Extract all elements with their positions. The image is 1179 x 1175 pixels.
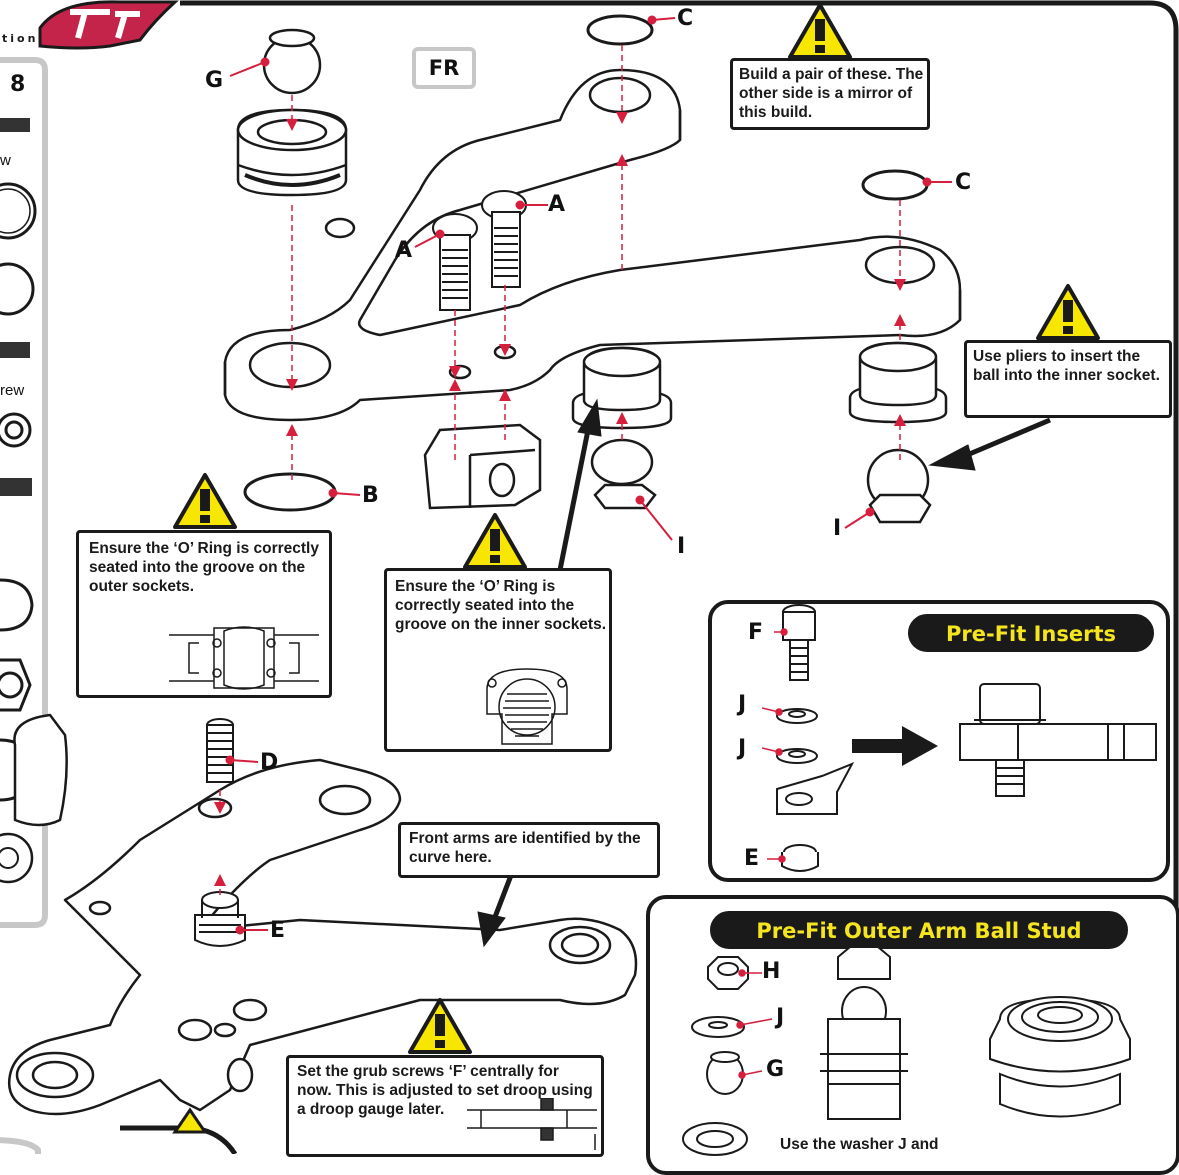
inserts-diagram bbox=[761, 604, 1157, 872]
direction-badge: FR bbox=[412, 47, 476, 89]
warning-icon-grub bbox=[408, 998, 472, 1054]
parts-sidebar bbox=[0, 57, 48, 928]
callout-grub: Set the grub screws ‘F’ centrally for no… bbox=[286, 1055, 604, 1157]
warning-icon-inner-oring bbox=[463, 513, 527, 569]
sidebar-label-2: rew bbox=[0, 382, 25, 399]
outer-socket-upper bbox=[236, 108, 348, 197]
panel-pre-fit-inserts: Pre-Fit Inserts bbox=[708, 600, 1170, 882]
label-e-arm: E bbox=[270, 918, 286, 943]
label-leaders bbox=[225, 15, 952, 935]
label-j-insert-1: J bbox=[738, 692, 747, 717]
label-a-upper: A bbox=[548, 192, 566, 217]
droop-gauge-icon bbox=[467, 1098, 597, 1150]
assembly-guides bbox=[214, 45, 906, 895]
callout-outer-oring: Ensure the ‘O’ Ring is correctly seated … bbox=[76, 530, 332, 698]
lower-arm bbox=[7, 713, 638, 1116]
panel-title-inserts: Pre-Fit Inserts bbox=[908, 614, 1154, 652]
callout-front-arm: Front arms are identified by the curve h… bbox=[398, 822, 660, 878]
label-c-right: C bbox=[955, 170, 972, 195]
washer-note: Use the washer J and bbox=[780, 1136, 939, 1153]
label-h-stud: H bbox=[762, 959, 781, 984]
label-i-center: I bbox=[677, 534, 686, 559]
panel-title-ball-stud: Pre-Fit Outer Arm Ball Stud bbox=[710, 911, 1128, 949]
ball-g bbox=[262, 28, 322, 95]
label-j-insert-2: J bbox=[738, 736, 747, 761]
logo-suffix: tion bbox=[2, 32, 39, 45]
insert-block bbox=[423, 423, 542, 510]
ball-stud-diagram bbox=[682, 946, 1131, 1156]
grub-screw-d bbox=[206, 718, 234, 783]
callout-pliers: Use pliers to insert the ball into the i… bbox=[964, 340, 1172, 418]
inner-socket-right bbox=[848, 341, 948, 524]
step-number: 8 bbox=[10, 72, 26, 97]
panel-pre-fit-ball-stud: Pre-Fit Outer Arm Ball Stud bbox=[646, 895, 1179, 1175]
o-ring-c-top bbox=[586, 14, 654, 46]
direction-badge-label: FR bbox=[428, 56, 460, 80]
callout-inner-oring: Ensure the ‘O’ Ring is correctly seated … bbox=[384, 568, 612, 752]
label-b: B bbox=[362, 483, 379, 508]
label-j-stud: J bbox=[776, 1005, 785, 1030]
warning-icon-pair bbox=[788, 3, 852, 59]
callout-pair: Build a pair of these. The other side is… bbox=[730, 58, 930, 130]
label-g-stud: G bbox=[766, 1057, 785, 1082]
label-d: D bbox=[260, 750, 279, 775]
label-i-right: I bbox=[833, 516, 842, 541]
warning-icon-outer-oring bbox=[173, 473, 237, 529]
label-a-lower: A bbox=[395, 238, 413, 263]
label-g-top: G bbox=[205, 68, 224, 93]
label-e-insert: E bbox=[744, 846, 760, 871]
o-ring-c-right bbox=[861, 169, 929, 201]
sidebar-label-1: w bbox=[0, 152, 11, 169]
upper-arm bbox=[223, 68, 962, 422]
outer-socket-section-icon bbox=[169, 626, 319, 690]
o-ring-b bbox=[243, 472, 337, 512]
insert-nut-e bbox=[194, 891, 246, 947]
label-f-insert: F bbox=[748, 620, 764, 645]
label-c-top: C bbox=[677, 6, 694, 31]
inner-socket-section-icon bbox=[486, 668, 568, 745]
brand-logo bbox=[38, 0, 179, 50]
warning-icon-pliers bbox=[1036, 284, 1100, 340]
